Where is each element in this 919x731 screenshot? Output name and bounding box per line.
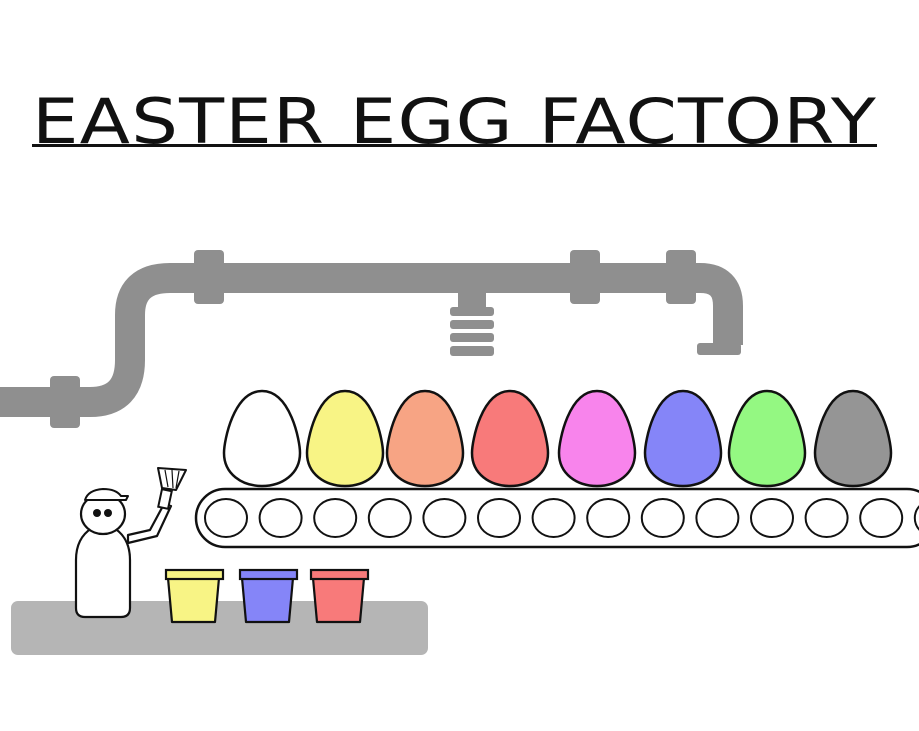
conveyor-roller	[531, 498, 576, 538]
red-paint-cup	[309, 568, 370, 624]
red-egg	[470, 389, 550, 488]
nozzle-ring	[450, 307, 494, 316]
conveyor-roller	[586, 498, 631, 538]
worker-body	[74, 526, 132, 619]
cup-rim	[238, 568, 299, 581]
paintbrush-icon	[157, 467, 187, 511]
egg-row	[222, 389, 893, 488]
conveyor-belt	[194, 487, 919, 549]
conveyor-roller	[750, 498, 794, 538]
nozzle-ring	[450, 333, 494, 342]
conveyor-roller	[859, 498, 904, 538]
conveyor-roller	[422, 498, 467, 538]
pipe-system	[0, 250, 743, 428]
white-egg	[222, 389, 302, 488]
pipe-main	[0, 263, 743, 417]
worker-cap	[84, 488, 129, 501]
worker-eye	[93, 509, 101, 517]
nozzle-ring	[450, 320, 494, 329]
yellow-paint-cup	[164, 568, 225, 624]
cup-body	[240, 576, 295, 624]
yellow-egg	[305, 389, 385, 488]
page-title: EASTER EGG FACTORY	[32, 85, 877, 158]
blue-egg	[643, 389, 723, 488]
orange-egg	[385, 389, 465, 488]
gray-egg	[813, 389, 893, 488]
pink-egg	[557, 389, 637, 488]
pipe-end-cap	[697, 343, 741, 355]
conveyor-roller	[204, 498, 248, 538]
cup-rim	[309, 568, 370, 581]
blue-paint-cup	[238, 568, 299, 624]
cup-body	[311, 576, 366, 624]
worker-arm	[126, 502, 173, 545]
cup-body	[166, 576, 221, 624]
nozzle-ring	[450, 346, 494, 356]
roller-row	[204, 498, 919, 538]
paint-cup-row	[164, 568, 370, 624]
green-egg	[727, 389, 807, 488]
factory-worker	[74, 467, 187, 619]
work-platform	[11, 601, 428, 655]
conveyor-roller	[477, 498, 521, 538]
conveyor-roller	[695, 498, 740, 538]
conveyor-roller	[313, 498, 358, 538]
worker-eye	[104, 509, 112, 517]
title-underline	[32, 144, 877, 147]
conveyor-roller	[913, 505, 919, 531]
conveyor-roller	[258, 498, 303, 538]
pipe-flange	[570, 250, 600, 304]
conveyor-roller	[367, 498, 412, 538]
conveyor-roller	[640, 498, 685, 538]
pipe-flange	[666, 250, 696, 304]
pipe-flange	[194, 250, 224, 304]
pipe-flange	[50, 376, 80, 428]
conveyor-roller	[804, 498, 849, 538]
cup-rim	[164, 568, 225, 581]
